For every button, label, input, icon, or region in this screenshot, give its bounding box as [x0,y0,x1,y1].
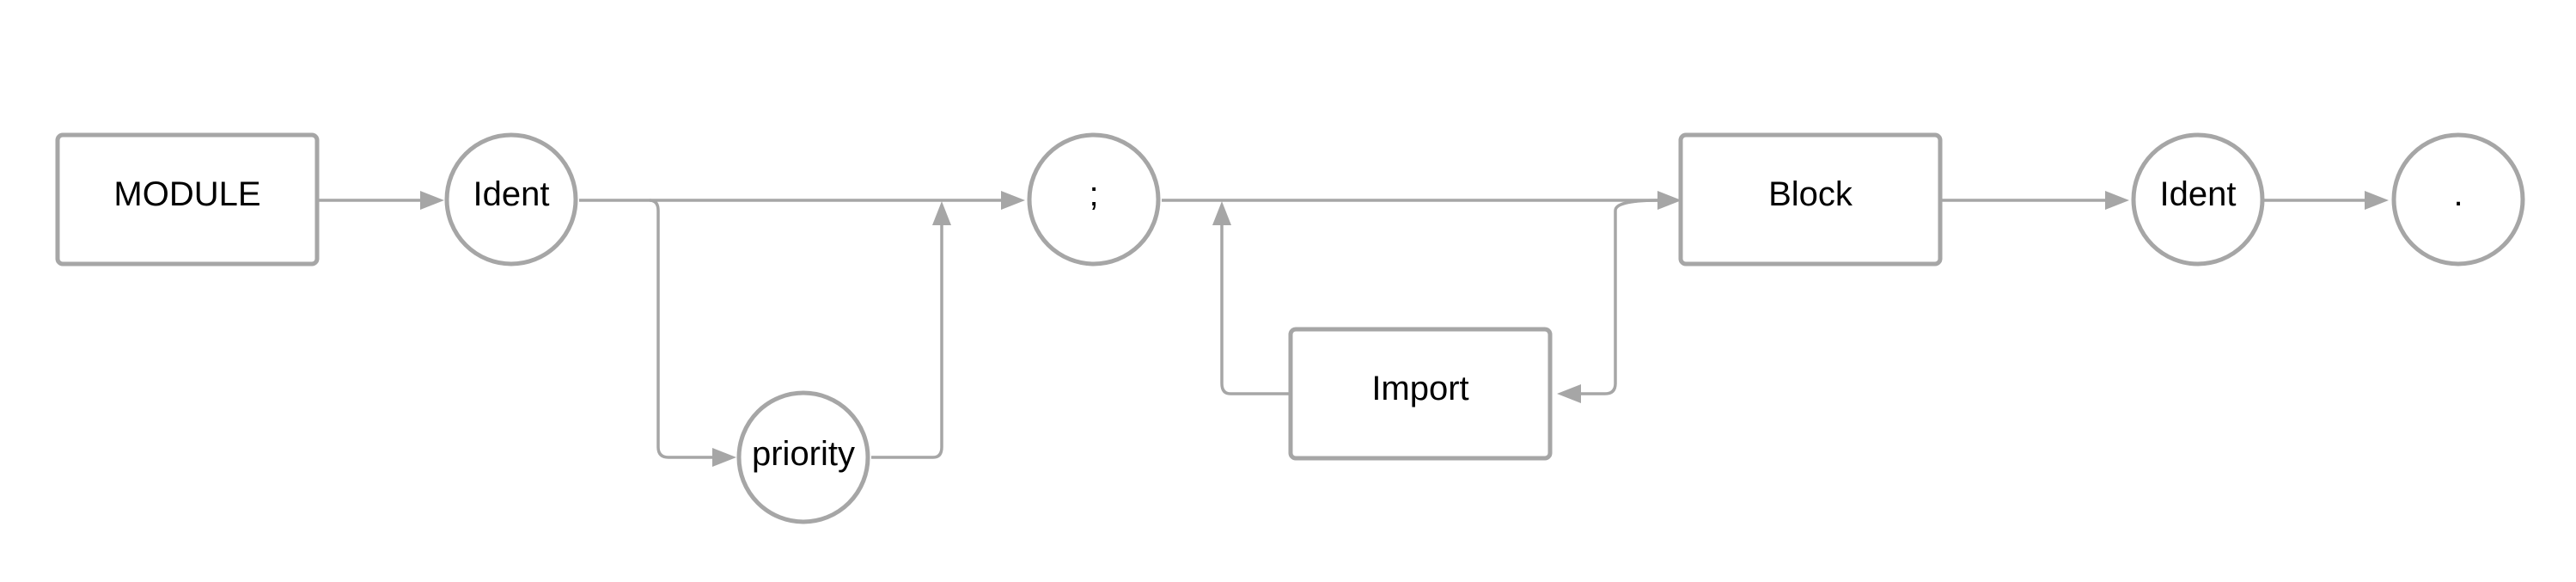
node-priority: priority [736,390,870,524]
node-semicolon-label: ; [1089,175,1098,213]
arrowhead [420,191,444,210]
arrowhead [1657,191,1682,210]
node-ident-1-label: Ident [473,175,550,213]
node-module: MODULE [55,132,320,266]
arrowhead [1001,191,1025,210]
node-ident-2: Ident [2131,132,2265,266]
node-import-label: Import [1371,370,1468,407]
arrowhead [2365,191,2389,210]
edge-priority-to-semicolon [871,217,943,459]
arrowhead [2105,191,2129,210]
edge-import-to-semicolon [1220,217,1291,395]
node-module-label: MODULE [113,175,260,213]
node-ident-2-label: Ident [2160,175,2237,213]
edge-semicolon-to-import [1572,199,1659,395]
node-block: Block [1678,132,1943,266]
edges [319,191,2389,467]
arrowhead [712,448,736,467]
node-priority-label: priority [752,435,855,473]
node-period-label: . [2453,175,2463,213]
node-ident-1: Ident [444,132,578,266]
arrowhead [932,201,951,225]
node-semicolon: ; [1027,132,1161,266]
node-period: . [2391,132,2525,266]
arrowhead [1212,201,1231,225]
edge-ident-to-priority [649,199,722,459]
node-block-label: Block [1768,175,1853,213]
arrowhead [1557,384,1581,403]
node-import: Import [1288,327,1553,461]
